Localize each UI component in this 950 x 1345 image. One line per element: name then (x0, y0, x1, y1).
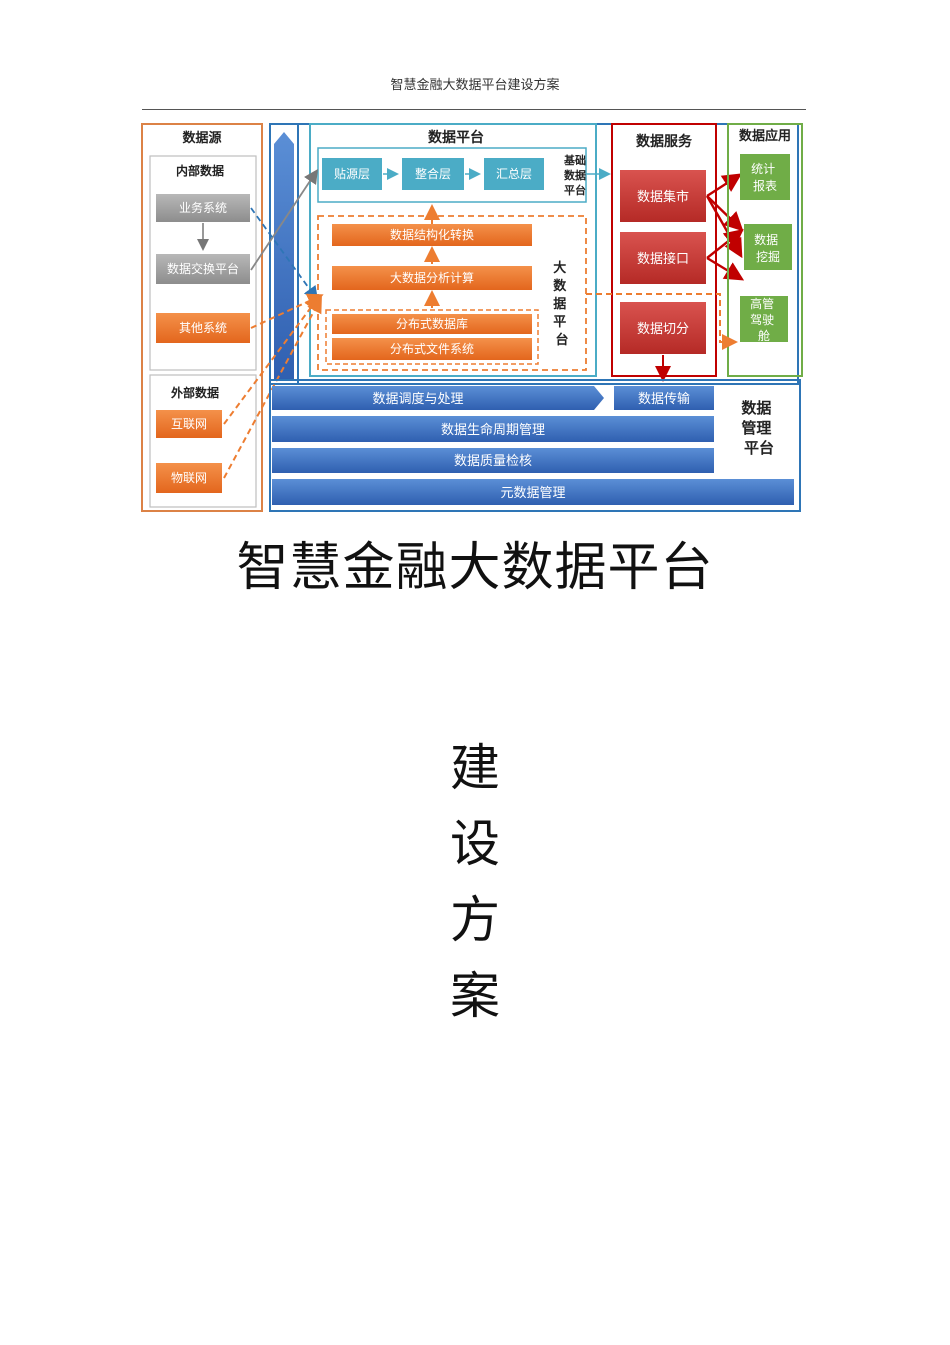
external-data-title: 外部数据 (171, 385, 219, 400)
report-label-line1: 统计 (751, 162, 775, 176)
integration-layer-box (402, 158, 464, 190)
report-label-line2: 报表 (753, 178, 777, 193)
data-mart-box (620, 170, 706, 222)
bigdata-label-5: 台 (555, 332, 568, 348)
arrow-internet-to-bigdata (223, 294, 321, 425)
management-platform-label: 数据 管理 平台 (741, 399, 776, 457)
subtitle-char-2: 设 (450, 815, 500, 873)
summary-layer-label: 汇总层 (496, 167, 532, 181)
bigdata-platform-label: 大 数 据 平 台 (553, 260, 571, 348)
source-layer-box (322, 158, 382, 190)
lifecycle-bar (272, 416, 714, 442)
data-source-frame (141, 123, 263, 512)
bigdata-label-2: 数 (553, 278, 567, 294)
metadata-label: 元数据管理 (500, 486, 565, 501)
data-exchange-box (156, 254, 250, 284)
data-interface-box (620, 232, 706, 284)
data-transfer-box (614, 386, 714, 410)
mining-label: 数据 挖掘 (754, 232, 782, 264)
scheduling-bar (272, 386, 604, 410)
quality-label: 数据质量检核 (454, 454, 532, 469)
bigdata-label-1: 大 (553, 260, 566, 276)
page-header-title: 智慧金融大数据平台建设方案 (390, 78, 560, 93)
arrow-bigdata-to-cockpit (586, 293, 738, 350)
cockpit-box (740, 296, 788, 342)
data-split-box (620, 302, 706, 354)
data-interface-label: 数据接口 (637, 251, 689, 267)
internet-label: 互联网 (171, 417, 207, 431)
mining-box (744, 224, 792, 270)
mining-label-line1: 数据 (754, 232, 778, 247)
business-system-box (156, 194, 250, 222)
cockpit-label-line3: 舱 (758, 329, 770, 343)
data-platform-title: 数据平台 (428, 129, 484, 146)
arrow-exchange-to-source-layer (250, 168, 318, 271)
data-application-frame (727, 123, 803, 377)
management-label-line2: 管理 (741, 419, 771, 437)
internet-box (156, 410, 222, 438)
data-platform-frame (309, 123, 597, 377)
storage-group (325, 309, 539, 365)
document-title: 智慧金融大数据平台 (236, 538, 714, 598)
subtitle-char-1: 建 (450, 739, 500, 797)
cockpit-label-line2: 驾驶 (750, 312, 774, 327)
structuring-box (332, 224, 532, 246)
management-label-line1: 数据 (741, 399, 771, 417)
iot-box (156, 463, 222, 493)
bigdata-label-4: 平 (553, 315, 566, 330)
service-to-app-arrows (705, 173, 745, 281)
data-mart-label: 数据集市 (637, 189, 689, 205)
iot-label: 物联网 (171, 471, 207, 485)
data-source-title: 数据源 (182, 130, 221, 146)
base-platform-label-line3: 平台 (564, 183, 586, 197)
data-transfer-label: 数据传输 (638, 391, 690, 407)
distributed-fs-label: 分布式文件系统 (390, 341, 474, 356)
cockpit-label: 高管 驾驶 舱 (750, 296, 778, 343)
arrow-business-to-bigdata (250, 207, 319, 301)
internal-data-title: 内部数据 (176, 163, 224, 178)
report-box (740, 154, 790, 200)
header-divider (142, 109, 806, 110)
management-label-line3: 平台 (744, 439, 774, 457)
analysis-label: 大数据分析计算 (390, 270, 474, 285)
base-platform-frame (317, 147, 587, 203)
structuring-label: 数据结构化转换 (390, 227, 474, 242)
management-frame (269, 379, 801, 512)
lifecycle-label: 数据生命周期管理 (441, 422, 545, 438)
metadata-bar (272, 479, 794, 505)
data-service-title: 数据服务 (636, 133, 693, 150)
base-platform-label: 基础 数据 平台 (563, 153, 590, 197)
scheduling-label: 数据调度与处理 (372, 391, 463, 407)
cockpit-label-line1: 高管 (750, 296, 774, 311)
vertical-transfer-arrow (274, 132, 294, 380)
business-system-label: 业务系统 (179, 200, 227, 215)
bigdata-label-3: 据 (553, 296, 566, 312)
base-platform-label-line2: 数据 (564, 168, 586, 182)
distributed-fs-box (332, 338, 532, 360)
data-split-label: 数据切分 (637, 322, 689, 337)
architecture-diagram: 数据源 内部数据 业务系统 数据交换平台 其他系统 外部数据 互联网 物联网 数… (138, 120, 808, 515)
source-layer-label: 贴源层 (334, 167, 370, 181)
subtitle-char-4: 案 (450, 967, 500, 1025)
report-label: 统计 报表 (751, 162, 779, 193)
distributed-db-label: 分布式数据库 (396, 316, 468, 331)
distributed-db-box (332, 314, 532, 334)
data-application-title: 数据应用 (739, 128, 791, 144)
other-system-label: 其他系统 (179, 321, 227, 335)
integration-layer-label: 整合层 (415, 166, 451, 181)
other-system-box (156, 313, 250, 343)
base-platform-label-line1: 基础 (563, 153, 586, 167)
data-exchange-label: 数据交换平台 (167, 261, 239, 276)
summary-layer-box (484, 158, 544, 190)
mining-label-line2: 挖掘 (756, 249, 780, 264)
analysis-box (332, 266, 532, 290)
quality-bar (272, 448, 714, 473)
subtitle-char-3: 方 (450, 891, 500, 949)
